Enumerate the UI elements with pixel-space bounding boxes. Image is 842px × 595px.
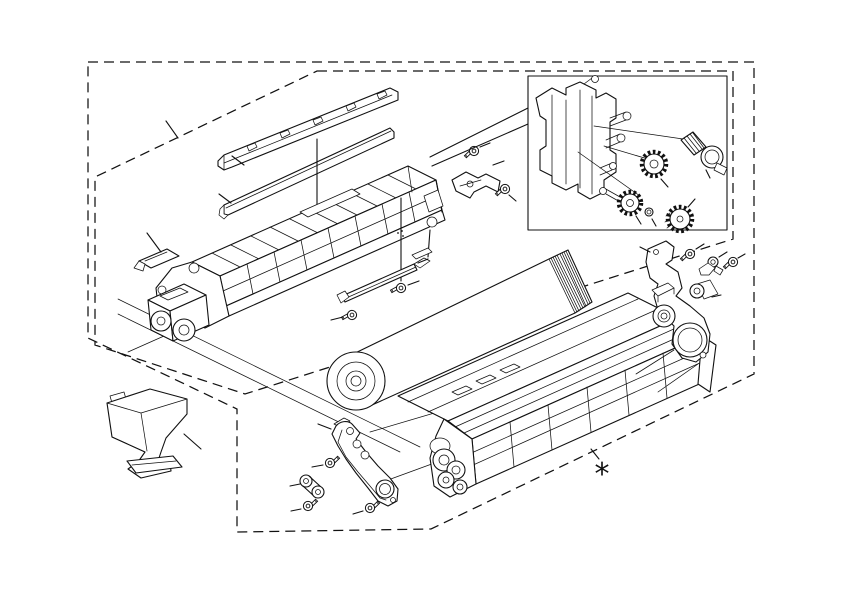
toner-inlet-port	[148, 284, 209, 341]
inset-pointer-line-1	[430, 108, 528, 157]
arm-screw3-leader	[353, 511, 363, 514]
inset-gear-2	[600, 188, 642, 225]
hopper-base-sled	[127, 456, 182, 473]
inset-clip	[645, 208, 656, 226]
assembly-boundary-outer-dashed	[88, 62, 754, 532]
arm-leader	[318, 424, 331, 429]
bracket-screw1-leader	[696, 244, 704, 249]
arm-screw2-leader	[291, 509, 301, 511]
drum-hub	[327, 352, 385, 410]
arm-screw-3	[364, 500, 381, 514]
hopper-leader	[184, 434, 201, 449]
bracket-screw-2	[722, 256, 739, 270]
link-part	[300, 475, 324, 498]
clip-leader	[147, 233, 161, 252]
arm-bracket	[290, 418, 398, 514]
bracket-leader	[640, 247, 650, 252]
holder-screw-1	[463, 145, 480, 159]
clamp-screw-1	[340, 307, 359, 324]
developing-unit-body	[148, 166, 445, 341]
inset-gear-1	[642, 152, 668, 187]
inset-coupling	[681, 132, 727, 178]
inset-pointer-line-2	[432, 124, 528, 166]
drum-roller	[327, 250, 592, 410]
clamp-leader	[418, 259, 428, 263]
bracket-screw2-leader	[738, 254, 745, 258]
asterisk-marker: *	[591, 449, 610, 492]
clip-plate	[699, 263, 715, 275]
arm-screw-2	[302, 498, 319, 512]
toner-hopper	[107, 389, 201, 478]
drum-gear-band	[551, 251, 590, 312]
inset-gear-3	[665, 199, 695, 231]
arm-screw-1	[324, 455, 341, 469]
holder-leader	[493, 161, 504, 165]
knob-leader	[719, 252, 727, 257]
asterisk-symbol: *	[595, 457, 610, 492]
reference-dots	[397, 230, 404, 237]
upper-mounting-rail	[218, 88, 398, 170]
arm-screw1-leader	[312, 465, 323, 467]
roller-leader	[712, 295, 721, 297]
holder-bracket	[452, 143, 516, 201]
holder-screw2-leader	[509, 195, 516, 201]
roller-bushing	[690, 280, 718, 299]
link-leader	[290, 484, 300, 486]
side-bracket-plate	[636, 241, 745, 392]
gear-train-detail-inset	[430, 76, 727, 232]
assembly-boundary-inner-dashed	[95, 71, 733, 394]
bracket-screw-1	[679, 248, 696, 262]
clamp-screw2-leader	[408, 281, 419, 285]
clamp-screw1-leader	[331, 317, 343, 320]
clamp-plate	[331, 198, 432, 324]
top-slot	[300, 189, 360, 217]
small-clip-part	[134, 233, 179, 271]
asterisk-leader	[591, 449, 599, 459]
seal-leader	[219, 194, 231, 203]
holder-screw1-leader	[480, 143, 490, 147]
assembly-callout-leader	[166, 121, 178, 138]
inset-gear-housing	[536, 76, 631, 200]
clamp-screw-2	[389, 280, 408, 297]
rail-leader	[232, 156, 244, 165]
gray-seal-strip	[219, 128, 394, 219]
